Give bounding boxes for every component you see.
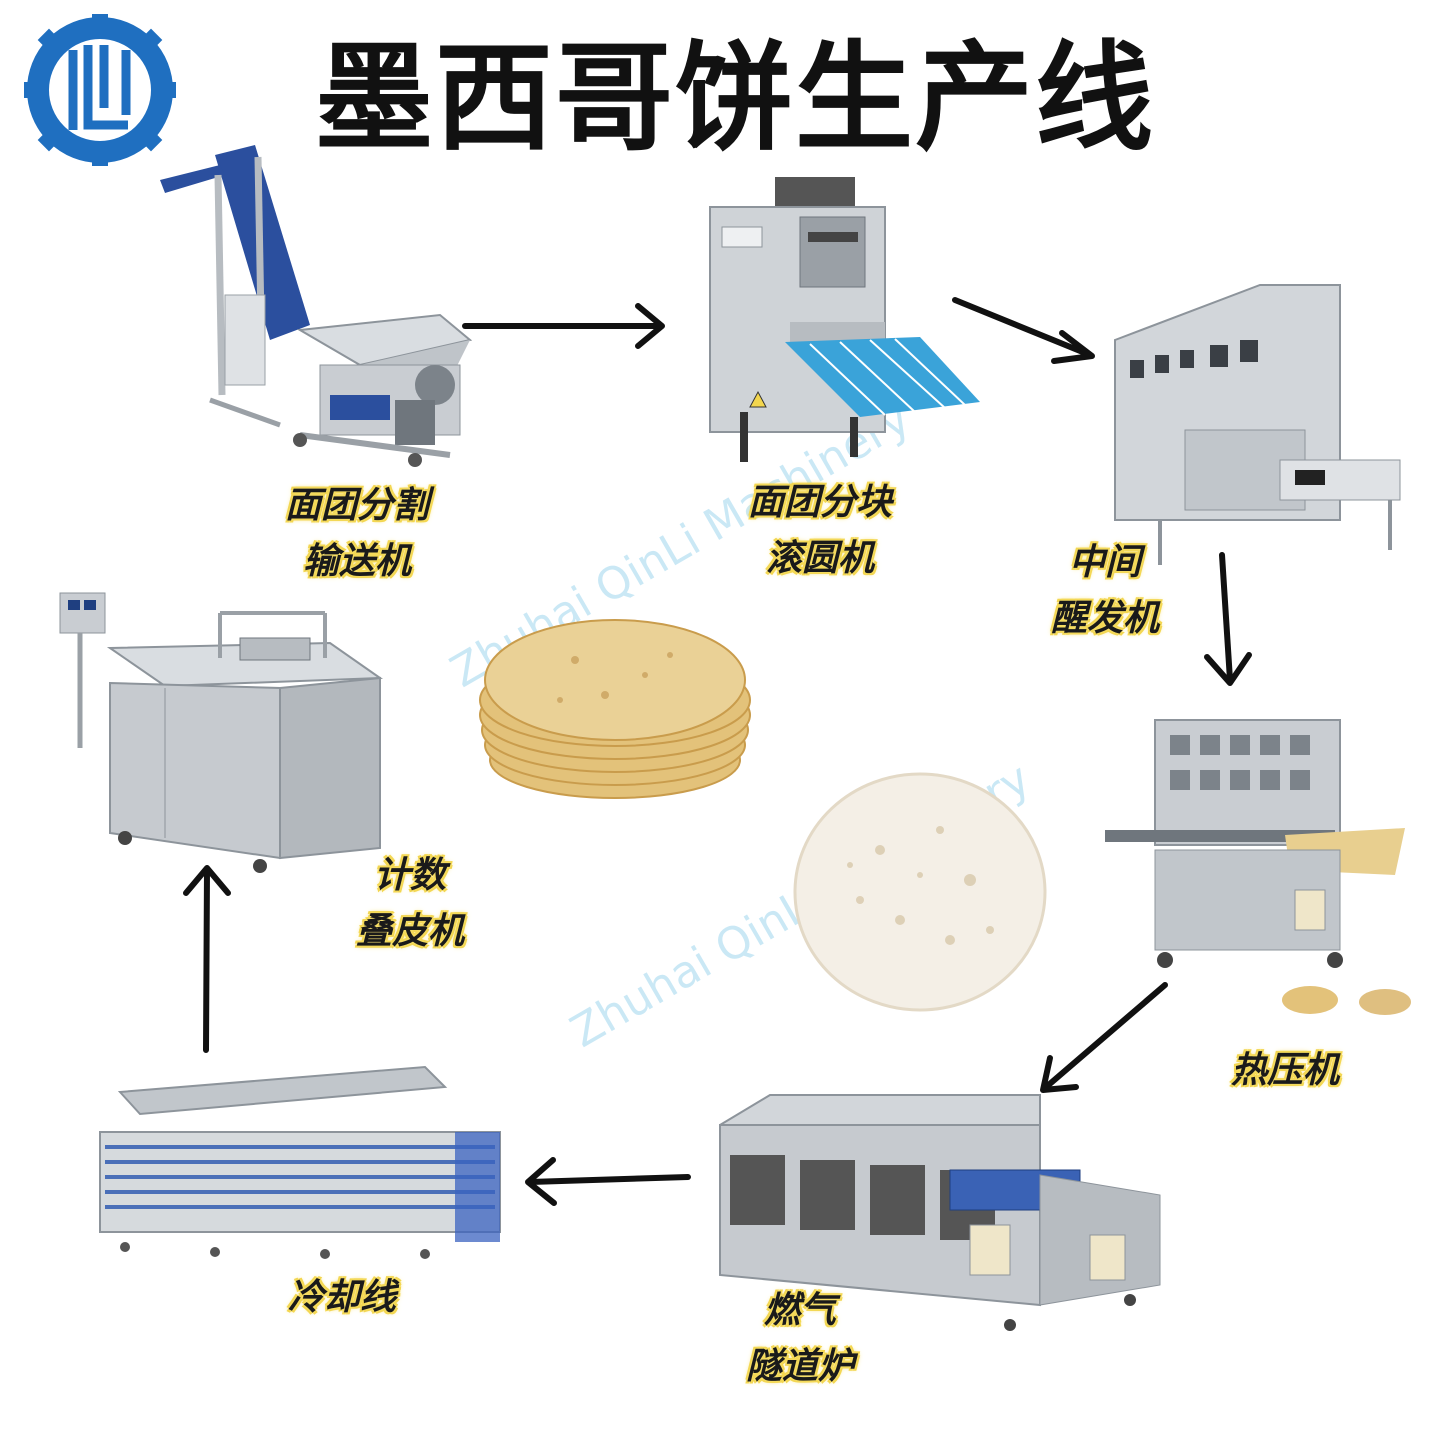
cooling-line-illustration xyxy=(99,1065,501,1259)
flour-tortilla-image xyxy=(793,772,1047,1012)
hot-press-illustration xyxy=(1105,719,1411,1015)
arrow-press-to-oven xyxy=(1040,982,1168,1093)
gas-tunnel-oven-illustration xyxy=(719,1094,1161,1331)
label-line: 燃气 xyxy=(763,1290,836,1331)
machine-label-cooling-line: 冷却线 xyxy=(262,1270,422,1326)
label-line: 隧道炉 xyxy=(745,1346,854,1387)
arrow-cooling-to-stacker xyxy=(183,865,231,1053)
label-line: 面团分割 xyxy=(284,485,429,526)
page-title: 墨西哥饼生产线 xyxy=(315,29,1156,167)
machine-label-hot-press: 热压机 xyxy=(1205,1043,1365,1099)
machine-label-proofer: 中间 醒发机 xyxy=(1030,535,1180,647)
arrow-divider-to-rounder xyxy=(462,303,665,349)
machine-label-tunnel-oven: 燃气 隧道炉 xyxy=(725,1283,875,1395)
label-line: 叠皮机 xyxy=(355,911,464,952)
label-line: 计数 xyxy=(373,855,446,896)
arrow-rounder-to-proofer xyxy=(952,297,1095,364)
tortilla-stack-image xyxy=(479,619,751,799)
arrow-proofer-to-press xyxy=(1204,552,1252,686)
dough-divider-conveyor-illustration xyxy=(160,145,473,467)
label-line: 滚圆机 xyxy=(765,538,874,579)
label-line: 冷却线 xyxy=(287,1277,396,1318)
arrow-oven-to-cooling xyxy=(525,1157,691,1206)
label-line: 热压机 xyxy=(1230,1050,1339,1091)
dough-rounder-illustration xyxy=(709,177,980,462)
label-line: 醒发机 xyxy=(1050,598,1159,639)
intermediate-proofer-illustration xyxy=(1114,284,1401,565)
counter-stacker-illustration xyxy=(59,592,384,873)
label-line: 输送机 xyxy=(302,541,411,582)
machine-label-dough-rounder: 面团分块 滚圆机 xyxy=(735,475,905,587)
company-logo xyxy=(24,14,176,166)
machine-label-dough-divider: 面团分割 输送机 xyxy=(272,478,442,590)
machine-label-counter-stacker: 计数 叠皮机 xyxy=(335,848,485,960)
label-line: 中间 xyxy=(1068,542,1141,583)
label-line: 面团分块 xyxy=(747,482,892,523)
